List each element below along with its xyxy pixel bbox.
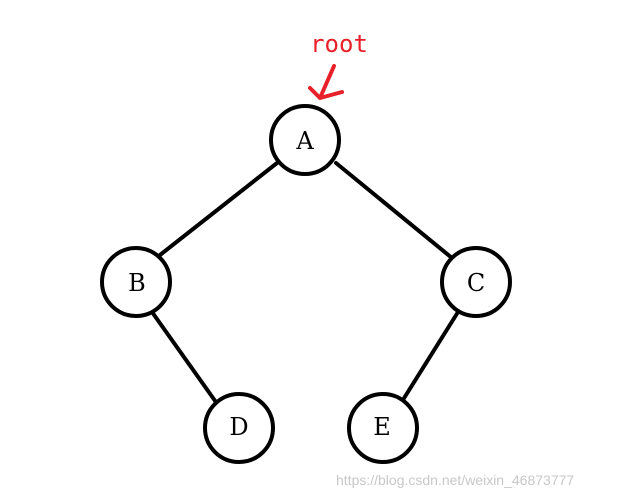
tree-node-b: B <box>100 246 172 318</box>
node-d-circle <box>203 392 275 464</box>
tree-node-e: E <box>347 392 419 464</box>
tree-node-a: A <box>269 104 341 176</box>
node-b-label: B <box>128 269 146 297</box>
node-a-circle <box>269 104 341 176</box>
node-e-circle <box>347 392 419 464</box>
node-b-circle <box>100 246 172 318</box>
edge-b-d <box>150 310 220 407</box>
tree-node-d: D <box>203 392 275 464</box>
watermark-text: https://blog.csdn.net/weixin_46873777 <box>336 472 575 488</box>
node-c-label: C <box>467 269 485 297</box>
node-d-label: D <box>229 413 248 441</box>
node-e-label: E <box>373 413 391 441</box>
root-label: root <box>310 30 368 58</box>
tree-node-c: C <box>440 246 512 318</box>
root-arrow-icon <box>308 64 344 100</box>
edge-c-e <box>399 310 460 405</box>
node-a-label: A <box>295 127 314 155</box>
edge-a-c <box>334 161 454 260</box>
edge-a-b <box>158 161 279 257</box>
node-c-circle <box>440 246 512 318</box>
